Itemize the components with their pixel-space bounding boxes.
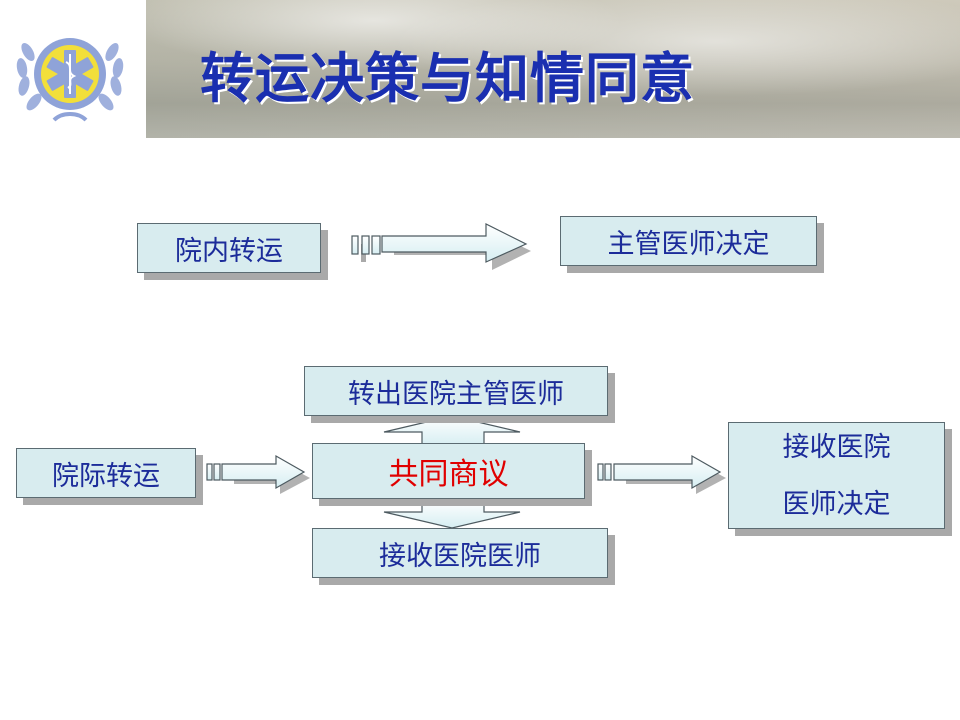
inter-left-arrow bbox=[206, 454, 310, 494]
medical-emblem-icon bbox=[16, 38, 124, 122]
inter-bottom-label: 接收医院医师 bbox=[379, 540, 541, 572]
inter-decision-box: 接收医院 医师决定 bbox=[728, 422, 945, 529]
intra-decision-label: 主管医师决定 bbox=[607, 228, 770, 260]
intra-source-box: 院内转运 bbox=[137, 223, 321, 273]
inter-center-box: 共同商议 bbox=[312, 443, 585, 499]
intra-decision-box: 主管医师决定 bbox=[560, 216, 817, 266]
header-photo bbox=[146, 0, 960, 138]
up-arrow bbox=[383, 415, 521, 447]
inter-bottom-box: 接收医院医师 bbox=[312, 528, 608, 578]
inter-source-label: 院际转运 bbox=[52, 460, 160, 492]
down-arrow bbox=[383, 499, 521, 529]
slide-title: 转运决策与知情同意 bbox=[200, 47, 695, 110]
inter-top-label: 转出医院主管医师 bbox=[348, 378, 564, 410]
inter-center-label: 共同商议 bbox=[388, 457, 509, 492]
inter-decision-line2: 医师决定 bbox=[782, 488, 891, 520]
inter-top-box: 转出医院主管医师 bbox=[304, 366, 608, 416]
inter-source-box: 院际转运 bbox=[16, 448, 196, 498]
inter-right-arrow bbox=[597, 454, 726, 494]
intra-source-label: 院内转运 bbox=[175, 235, 283, 267]
inter-decision-line1: 接收医院 bbox=[782, 431, 891, 463]
header-photo-overlay bbox=[146, 0, 960, 138]
intra-arrow bbox=[351, 223, 531, 270]
